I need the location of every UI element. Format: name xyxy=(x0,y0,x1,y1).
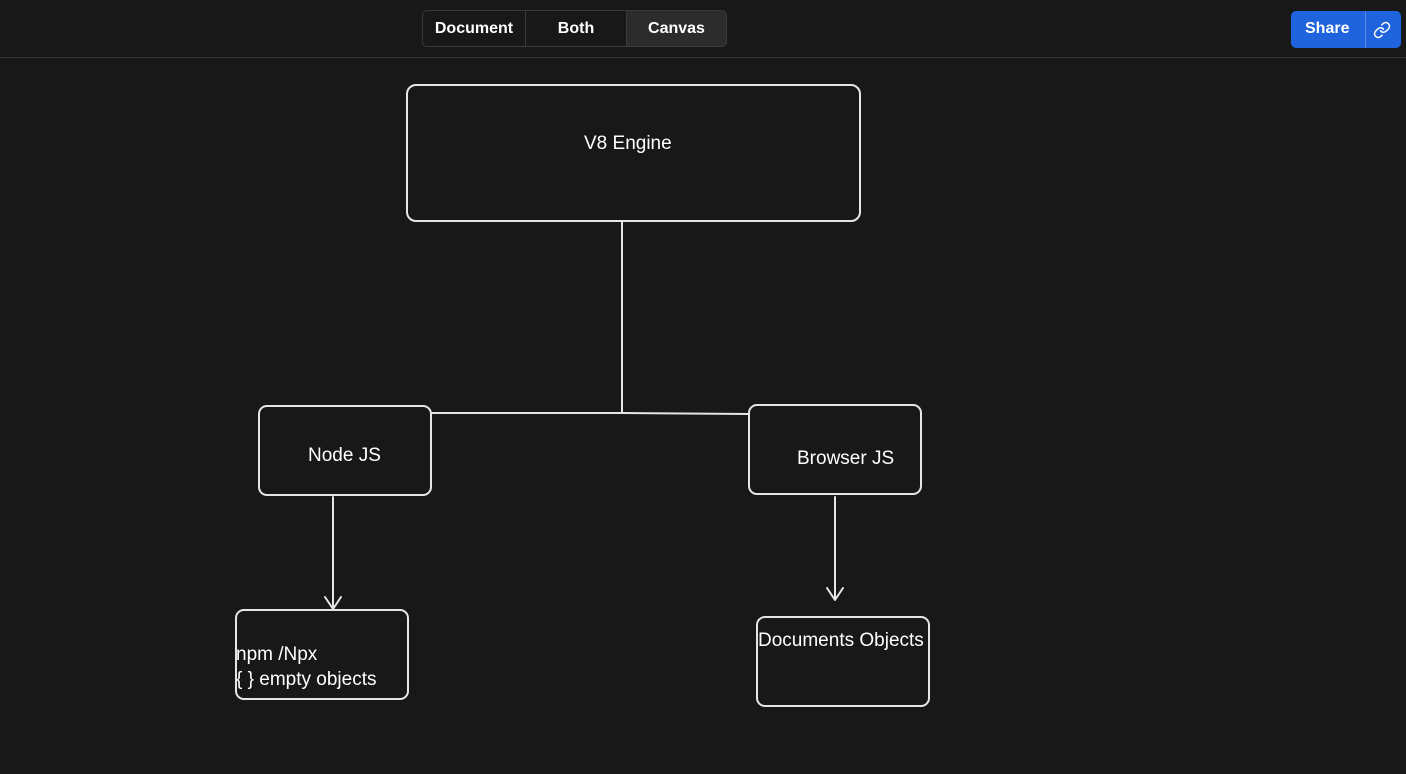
branch-line xyxy=(430,412,750,415)
documents-objects-label: Documents Objects xyxy=(758,630,924,651)
share-divider xyxy=(1365,11,1366,48)
node-js-box[interactable] xyxy=(258,405,432,496)
view-both-button[interactable]: Both xyxy=(525,11,626,46)
v8-engine-label: V8 Engine xyxy=(584,133,672,154)
node-js-label: Node JS xyxy=(308,445,381,466)
view-mode-toggle: Document Both Canvas xyxy=(422,10,727,47)
browser-js-label: Browser JS xyxy=(797,448,895,469)
npm-box[interactable] xyxy=(235,609,409,700)
browser-js-box[interactable] xyxy=(748,404,922,495)
view-canvas-button[interactable]: Canvas xyxy=(626,11,726,46)
v8-engine-box[interactable] xyxy=(406,84,861,222)
view-document-button[interactable]: Document xyxy=(434,19,514,37)
share-label: Share xyxy=(1305,20,1350,37)
npm-label-line1: npm /Npx xyxy=(236,644,318,665)
diagram-canvas[interactable]: V8 Engine Node JS Browser JS npm /Npx { … xyxy=(0,59,1406,774)
browser-to-docs-arrowhead xyxy=(826,587,844,601)
link-icon[interactable] xyxy=(1373,21,1391,39)
documents-objects-box[interactable] xyxy=(756,616,930,707)
share-button[interactable]: Share xyxy=(1291,11,1401,48)
top-bar: Document Both Canvas Share xyxy=(0,0,1406,58)
npm-label-line2: { } empty objects xyxy=(236,669,377,690)
